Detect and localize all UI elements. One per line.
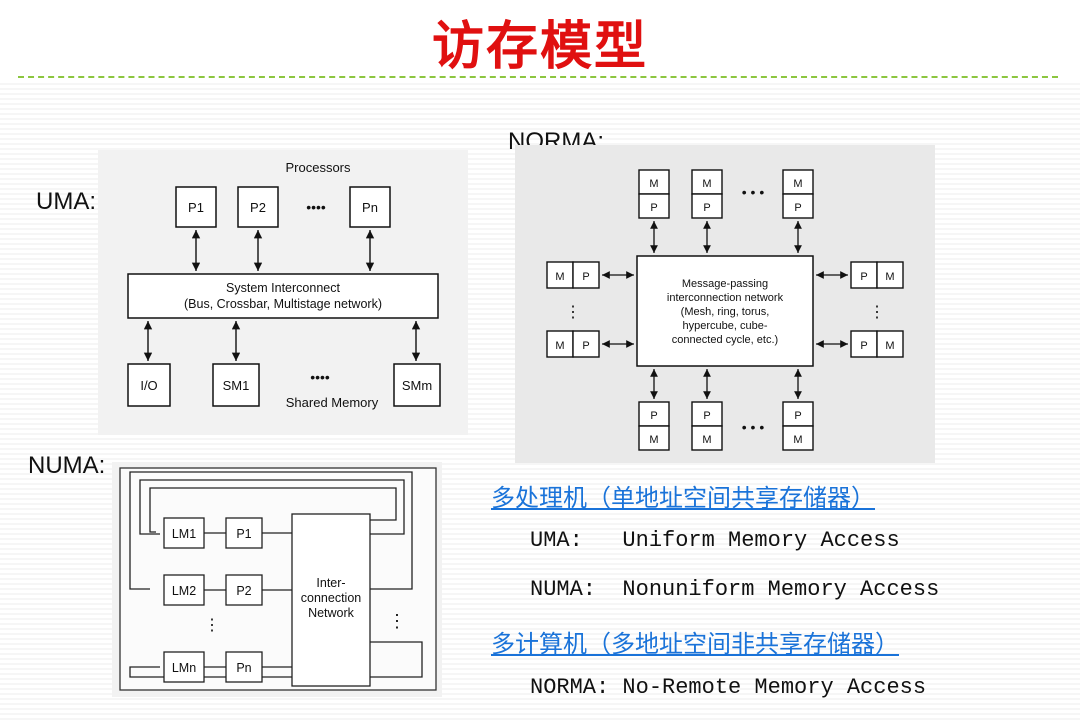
norma-right-ellipsis: ⋮ xyxy=(869,304,885,321)
svg-text:M: M xyxy=(555,271,564,283)
norma-node-bottom-2: P M xyxy=(691,401,723,451)
svg-text:M: M xyxy=(793,434,802,446)
link-multiprocessor[interactable]: 多处理机（单地址空间共享存储器） xyxy=(491,484,875,512)
svg-text:P: P xyxy=(860,271,867,283)
svg-text:P: P xyxy=(703,410,710,422)
svg-text:M: M xyxy=(885,271,894,283)
norma-node-right-n: P M xyxy=(850,330,904,358)
numa-row-1: LM1 P1 xyxy=(163,517,292,549)
svg-text:M: M xyxy=(702,178,711,190)
numa-row-n: LMn Pn xyxy=(163,651,292,683)
uma-processors-label: Processors xyxy=(285,160,351,175)
uma-smm-box: SMm xyxy=(393,363,441,407)
title-divider xyxy=(18,76,1058,78)
svg-text:(Bus, Crossbar, Multistage net: (Bus, Crossbar, Multistage network) xyxy=(184,297,382,311)
svg-text:Pn: Pn xyxy=(362,200,378,215)
svg-text:P: P xyxy=(582,340,589,352)
svg-text:P: P xyxy=(650,202,657,214)
legend-uma-line: UMA: Uniform Memory Access xyxy=(530,528,900,553)
svg-text:Network: Network xyxy=(308,606,355,620)
norma-node-top-2: M P xyxy=(691,169,723,219)
svg-text:SMm: SMm xyxy=(402,378,432,393)
svg-text:connected cycle, etc.): connected cycle, etc.) xyxy=(672,334,778,346)
svg-text:P: P xyxy=(794,202,801,214)
svg-text:hypercube, cube-: hypercube, cube- xyxy=(683,320,768,332)
svg-text:interconnection network: interconnection network xyxy=(667,292,784,304)
numa-row-2: LM2 P2 xyxy=(163,574,292,606)
norma-diagram: M P M P • • • M P Message-passing interc… xyxy=(515,145,935,463)
uma-processor-ellipsis: •••• xyxy=(306,199,326,215)
legend-norma-line: NORMA: No-Remote Memory Access xyxy=(530,675,927,700)
uma-system-interconnect: System Interconnect (Bus, Crossbar, Mult… xyxy=(127,273,439,319)
numa-loop-ellipsis: ⋮ xyxy=(388,611,406,631)
norma-message-passing-network: Message-passing interconnection network … xyxy=(636,255,814,367)
svg-text:connection: connection xyxy=(301,591,362,605)
uma-diagram: Processors P1 P2 •••• Pn System Intercon… xyxy=(98,150,468,435)
svg-text:SM1: SM1 xyxy=(223,378,250,393)
svg-text:P1: P1 xyxy=(236,527,251,541)
svg-text:M: M xyxy=(649,434,658,446)
svg-text:M: M xyxy=(702,434,711,446)
legend-numa-line: NUMA: Nonuniform Memory Access xyxy=(530,577,940,602)
svg-text:P1: P1 xyxy=(188,200,204,215)
norma-node-bottom-1: P M xyxy=(638,401,670,451)
svg-text:P2: P2 xyxy=(236,584,251,598)
svg-text:(Mesh, ring, torus,: (Mesh, ring, torus, xyxy=(681,306,770,318)
norma-top-ellipsis: • • • xyxy=(742,184,765,200)
svg-text:Inter-: Inter- xyxy=(316,576,345,590)
norma-bottom-ellipsis: • • • xyxy=(742,419,765,435)
svg-text:LMn: LMn xyxy=(172,661,196,675)
svg-text:Message-passing: Message-passing xyxy=(682,278,768,290)
svg-text:I/O: I/O xyxy=(140,378,157,393)
uma-label: UMA: xyxy=(36,188,96,215)
svg-text:P: P xyxy=(582,271,589,283)
svg-text:M: M xyxy=(555,340,564,352)
svg-text:P: P xyxy=(703,202,710,214)
norma-node-right-1: P M xyxy=(850,261,904,289)
link-multicomputer[interactable]: 多计算机（多地址空间非共享存储器） xyxy=(491,630,899,658)
svg-text:P: P xyxy=(794,410,801,422)
svg-text:P2: P2 xyxy=(250,200,266,215)
uma-io-box: I/O xyxy=(127,363,171,407)
svg-text:LM1: LM1 xyxy=(172,527,196,541)
numa-interconnection-network: Inter- connection Network xyxy=(291,513,371,687)
norma-node-top-n: M P xyxy=(782,169,814,219)
svg-text:P: P xyxy=(860,340,867,352)
svg-text:System Interconnect: System Interconnect xyxy=(226,281,340,295)
norma-node-left-n: M P xyxy=(546,330,600,358)
numa-row-ellipsis: ⋮ xyxy=(204,617,220,634)
uma-processor-p2: P2 xyxy=(237,186,279,228)
uma-shared-memory-label: Shared Memory xyxy=(286,395,379,410)
numa-diagram: LM1 P1 LM2 P2 ⋮ LMn Pn Inter- connection… xyxy=(112,462,442,697)
uma-processor-p1: P1 xyxy=(175,186,217,228)
svg-text:P: P xyxy=(650,410,657,422)
norma-left-ellipsis: ⋮ xyxy=(565,304,581,321)
svg-text:LM2: LM2 xyxy=(172,584,196,598)
uma-memory-ellipsis: •••• xyxy=(310,369,330,385)
svg-text:M: M xyxy=(885,340,894,352)
uma-processor-pn: Pn xyxy=(349,186,391,228)
norma-node-bottom-n: P M xyxy=(782,401,814,451)
svg-text:M: M xyxy=(793,178,802,190)
svg-text:Pn: Pn xyxy=(236,661,251,675)
uma-sm1-box: SM1 xyxy=(212,363,260,407)
numa-label: NUMA: xyxy=(28,452,106,479)
slide-title: 访存模型 xyxy=(431,17,648,77)
norma-node-top-1: M P xyxy=(638,169,670,219)
norma-node-left-1: M P xyxy=(546,261,600,289)
svg-text:M: M xyxy=(649,178,658,190)
